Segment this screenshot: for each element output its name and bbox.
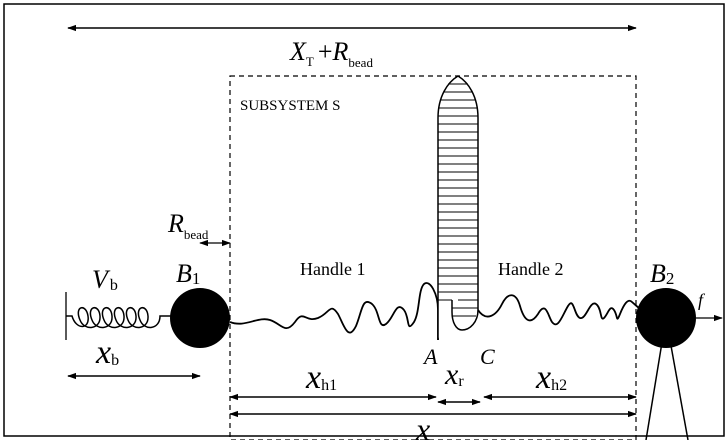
- xh2-label: xh2: [535, 359, 567, 396]
- xb-label: xb: [95, 334, 119, 371]
- xr-label: xr: [444, 358, 464, 391]
- handle-2-label: Handle 2: [498, 259, 563, 279]
- pipette-right: [665, 317, 689, 440]
- x-total-label: x: [415, 411, 430, 440]
- subsystem-label: SUBSYSTEM S: [240, 98, 340, 114]
- outer-frame: [3, 3, 725, 437]
- point-a-label: A: [422, 344, 438, 369]
- subsystem-box: [229, 75, 637, 440]
- r-bead-label: Rbead: [167, 209, 209, 242]
- b2-label: B2: [650, 259, 674, 288]
- force-label: f: [698, 290, 706, 310]
- handle-1-curve: [229, 282, 439, 340]
- b1-label: B1: [176, 259, 200, 288]
- point-c-label: C: [480, 344, 495, 369]
- trap-spring: [66, 307, 172, 329]
- hairpin-stripes: [438, 83, 478, 317]
- hairpin-column: [437, 75, 479, 340]
- pipette-left: [645, 317, 667, 440]
- total-length-label: XT+Rbead: [289, 37, 373, 70]
- xh1-label: xh1: [305, 359, 337, 396]
- bead-b1: [170, 288, 230, 348]
- handle-2-curve: [477, 294, 649, 326]
- handle-1-label: Handle 1: [300, 259, 365, 279]
